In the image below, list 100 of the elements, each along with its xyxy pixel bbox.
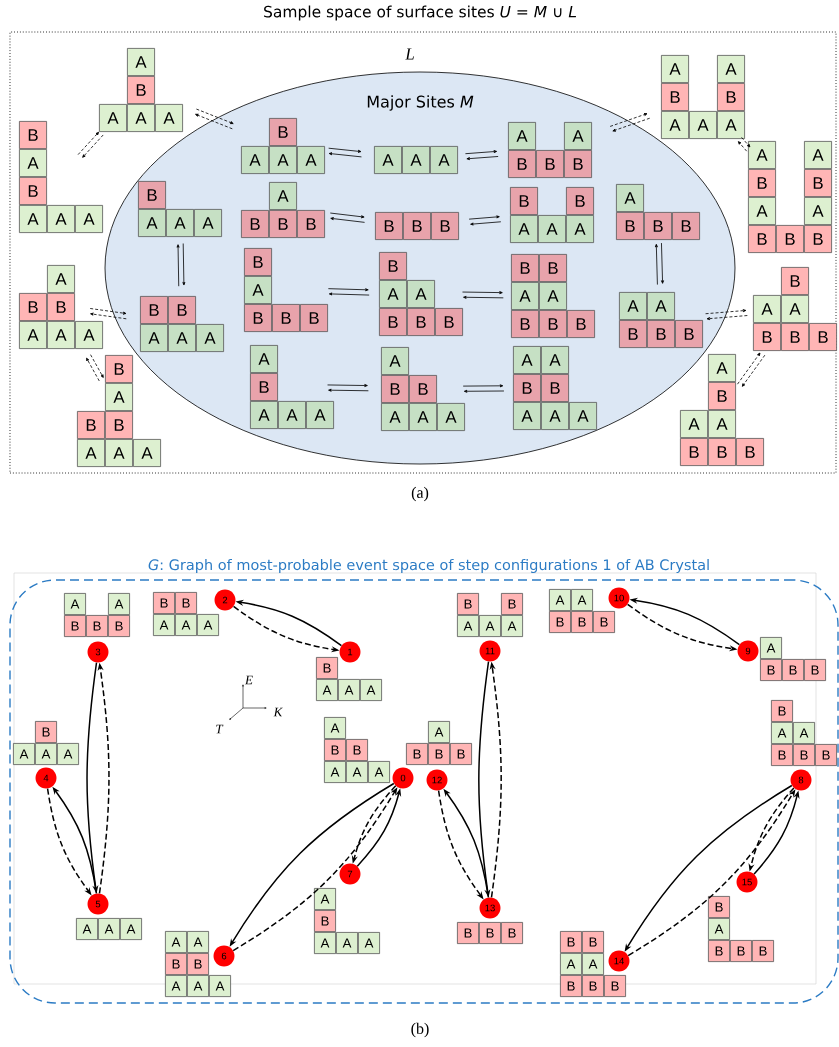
letter-tile: B xyxy=(501,922,523,944)
letter-tile: A xyxy=(19,205,47,233)
letter-tile: B xyxy=(804,169,832,197)
axis-label: T xyxy=(216,724,224,734)
arrow xyxy=(612,117,651,132)
letter-tile: B xyxy=(675,320,703,348)
letter-tile: B xyxy=(717,83,745,111)
panel-label: (a) xyxy=(411,486,429,502)
letter-tile: A xyxy=(513,346,541,374)
letter-tile: A xyxy=(771,722,793,744)
letter-tile: A xyxy=(508,122,536,150)
letter-tile: B xyxy=(510,187,538,215)
letter-tile: B xyxy=(450,743,472,765)
letter-tile: B xyxy=(379,308,407,336)
letter-tile: B xyxy=(428,743,450,765)
letter-tile: A xyxy=(409,403,437,431)
letter-tile: B xyxy=(457,922,479,944)
letter-tile: B xyxy=(560,975,582,997)
letter-tile: A xyxy=(314,888,336,910)
letter-tile: B xyxy=(105,411,133,439)
letter-tile: A xyxy=(316,679,338,701)
letter-tile: A xyxy=(75,205,103,233)
letter-tile: B xyxy=(567,310,595,338)
arrow xyxy=(741,354,766,387)
letter-tile: B xyxy=(781,267,809,295)
letter-tile: B xyxy=(680,438,708,466)
letter-tile: A xyxy=(278,401,306,429)
letter-tile: A xyxy=(187,931,209,953)
letter-tile: B xyxy=(582,975,604,997)
letter-tile: B xyxy=(250,373,278,401)
arrow xyxy=(463,295,504,299)
arrow xyxy=(462,384,504,388)
arrow xyxy=(90,354,104,378)
letter-tile: A xyxy=(98,918,120,940)
letter-tile: A xyxy=(717,55,745,83)
letter-tile: A xyxy=(47,265,75,293)
letter-tile: A xyxy=(689,111,717,139)
letter-tile: A xyxy=(197,614,219,636)
letter-tile: B xyxy=(776,225,804,253)
letter-tile: A xyxy=(105,439,133,467)
letter-tile: A xyxy=(346,761,368,783)
letter-tile: A xyxy=(479,615,501,637)
letter-tile: A xyxy=(374,146,402,174)
letter-tile: B xyxy=(804,225,832,253)
arrow xyxy=(328,152,362,158)
letter-tile: B xyxy=(771,744,793,766)
letter-tile: B xyxy=(782,659,804,681)
axis-label: E xyxy=(244,675,253,685)
letter-tile: A xyxy=(336,932,358,954)
letter-tile: B xyxy=(165,953,187,975)
letter-tile: B xyxy=(153,592,175,614)
letter-tile: A xyxy=(133,439,161,467)
letter-tile: A xyxy=(571,589,593,611)
letter-tile: B xyxy=(511,310,539,338)
letter-tile: A xyxy=(324,761,346,783)
letter-tile: B xyxy=(708,940,730,962)
frame-heading: Sample space of surface sites U = M ∪ L xyxy=(264,5,576,21)
letter-tile: A xyxy=(314,932,336,954)
arrow xyxy=(661,242,664,284)
letter-tile: A xyxy=(549,589,571,611)
arrow xyxy=(328,147,362,153)
letter-tile: B xyxy=(187,953,209,975)
arrow xyxy=(195,113,233,130)
arrow xyxy=(327,288,369,292)
letter-tile: B xyxy=(379,252,407,280)
letter-tile: A xyxy=(616,184,644,212)
letter-tile: A xyxy=(140,324,168,352)
letter-tile: B xyxy=(314,910,336,932)
letter-tile: A xyxy=(187,975,209,997)
letter-tile: B xyxy=(19,293,47,321)
letter-tile: B xyxy=(241,210,269,238)
letter-tile: A xyxy=(358,932,380,954)
letter-tile: A xyxy=(510,215,538,243)
letter-tile: B xyxy=(564,150,592,178)
arrow xyxy=(705,309,747,315)
letter-tile: A xyxy=(75,321,103,349)
letter-tile: B xyxy=(793,744,815,766)
letter-tile: A xyxy=(661,111,689,139)
letter-tile: A xyxy=(241,146,269,174)
letter-tile: A xyxy=(748,141,776,169)
letter-tile: A xyxy=(120,918,142,940)
letter-tile: B xyxy=(536,150,564,178)
letter-tile: A xyxy=(99,104,127,132)
letter-tile: B xyxy=(77,411,105,439)
letter-tile: A xyxy=(209,975,231,997)
letter-tile: B xyxy=(644,212,672,240)
letter-tile: A xyxy=(166,209,194,237)
letter-tile: A xyxy=(430,146,458,174)
letter-tile: B xyxy=(35,721,57,743)
axis-label: K xyxy=(273,707,283,717)
letter-tile: B xyxy=(47,293,75,321)
letter-tile: B xyxy=(539,310,567,338)
arrow xyxy=(176,244,180,287)
letter-tile: B xyxy=(708,438,736,466)
letter-tile: B xyxy=(269,118,297,146)
letter-tile: A xyxy=(560,953,582,975)
letter-tile: B xyxy=(138,181,166,209)
letter-tile: A xyxy=(57,743,79,765)
letter-tile: A xyxy=(661,55,689,83)
letter-tile: B xyxy=(616,212,644,240)
